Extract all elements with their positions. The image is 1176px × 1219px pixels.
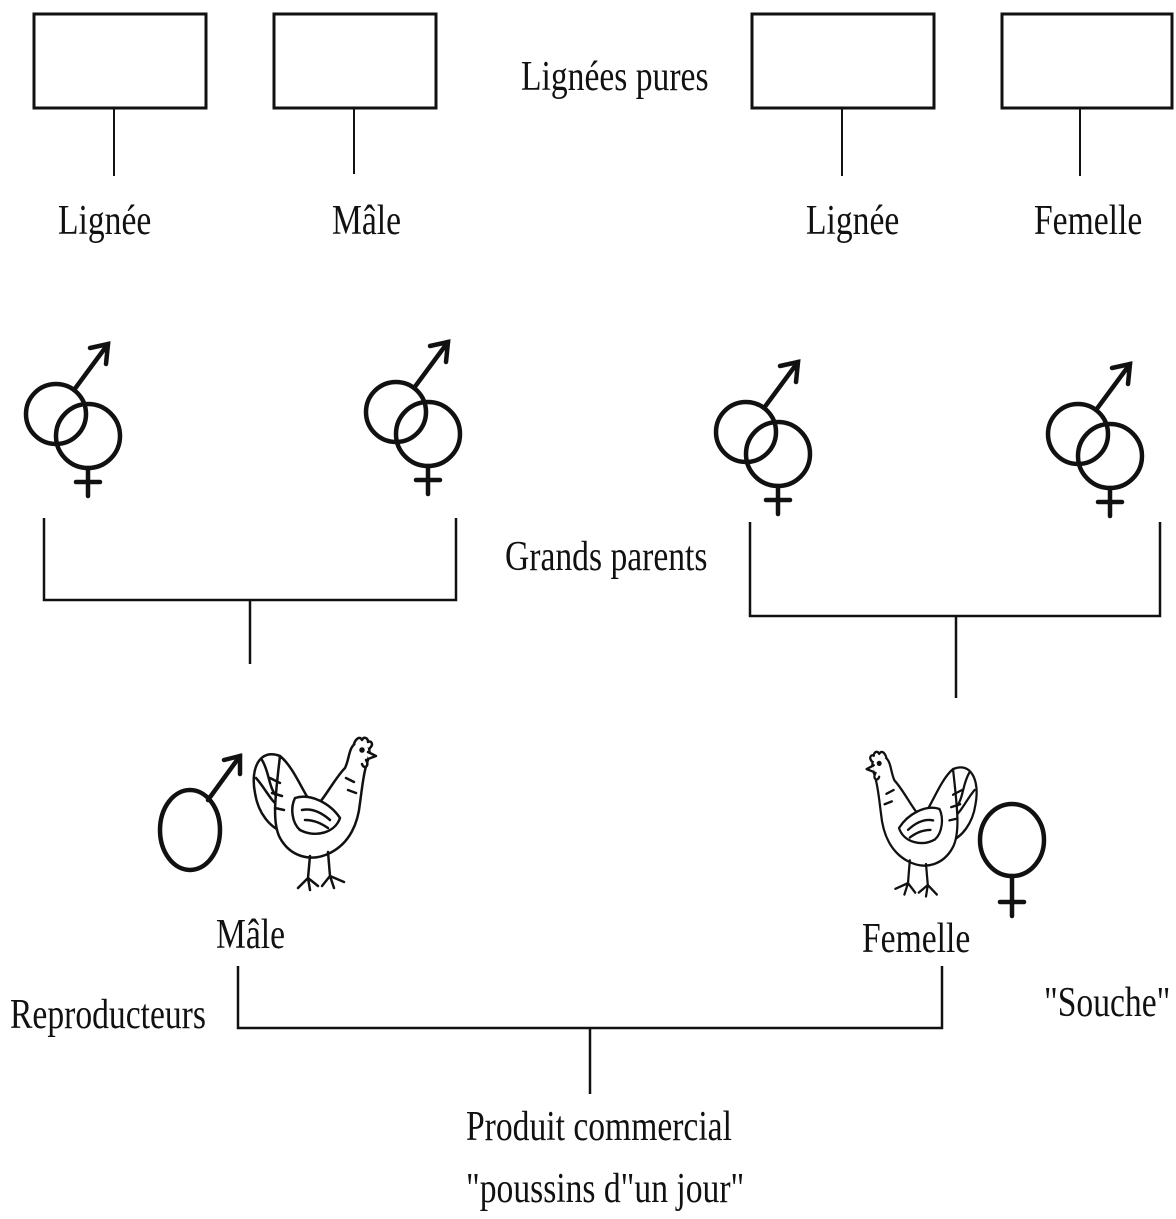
label-produit-commercial: Produit commercial: [466, 1104, 732, 1150]
female-symbol-icon: [980, 804, 1044, 916]
grandparent-brackets: [42, 518, 1162, 698]
pure-line-box-3: [750, 12, 936, 110]
label-female-line: Femelle: [1034, 198, 1143, 244]
label-lignee-female-line: Lignée: [806, 198, 900, 244]
pure-line-stems: [113, 108, 1081, 176]
label-lignee-male-line: Lignée: [58, 198, 152, 244]
rooster-icon: [252, 736, 378, 892]
label-female-parent: Femelle: [862, 916, 971, 962]
hen-icon: [865, 750, 978, 898]
pure-line-box-4: [1000, 12, 1174, 110]
reproducers-bracket: [236, 966, 944, 1094]
label-reproducteurs: Reproducteurs: [10, 992, 206, 1038]
male-female-symbol-icon: [1048, 364, 1142, 516]
label-male-parent: Mâle: [216, 912, 286, 958]
male-female-symbol-icon: [26, 344, 120, 496]
male-female-symbol-icon: [716, 362, 810, 514]
label-male-line: Mâle: [332, 198, 402, 244]
male-female-symbol-icon: [366, 342, 460, 494]
male-symbol-icon: [160, 756, 240, 870]
label-poussins-dun-jour: "poussins d"un jour": [466, 1166, 745, 1212]
label-souche: "Souche": [1044, 980, 1171, 1026]
pure-line-box-2: [272, 12, 438, 110]
label-lignees-pures: Lignées pures: [521, 54, 709, 100]
label-grands-parents: Grands parents: [505, 534, 708, 580]
pure-line-box-1: [32, 12, 208, 110]
